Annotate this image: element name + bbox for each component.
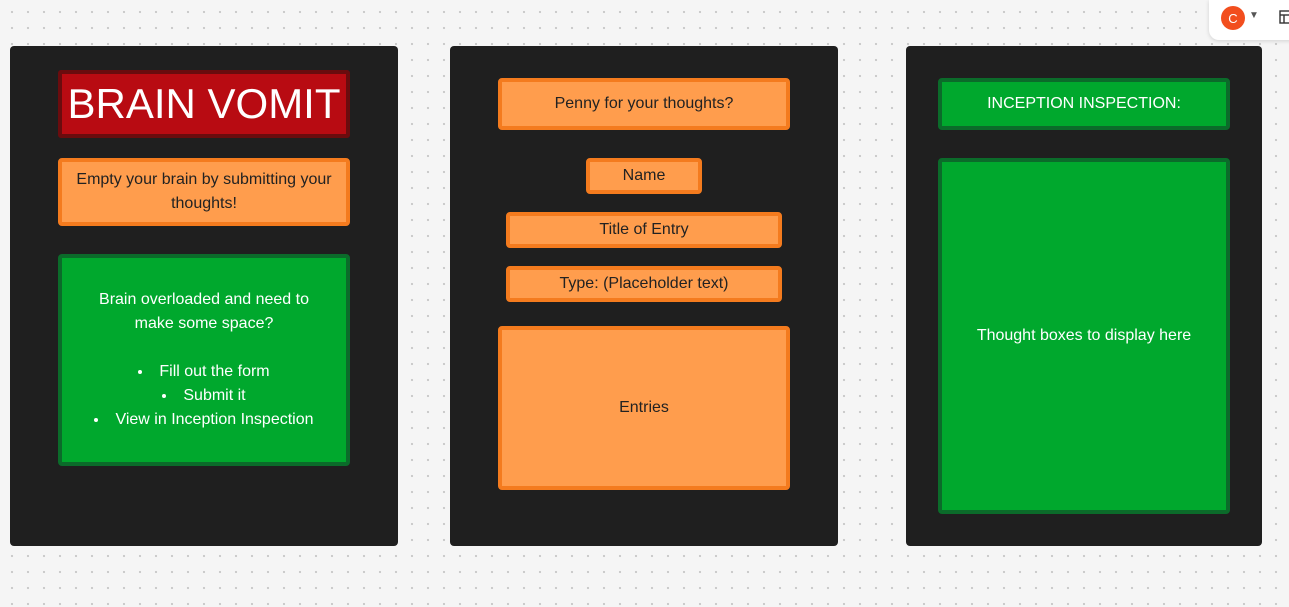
form-panel: Penny for your thoughts? Name Title of E… bbox=[450, 46, 838, 546]
inspection-heading: INCEPTION INSPECTION: bbox=[938, 78, 1230, 130]
info-box: Brain overloaded and need to make some s… bbox=[58, 254, 350, 466]
canvas-toolbar: C ▼ bbox=[1209, 0, 1289, 40]
intro-panel: BRAIN VOMIT Empty your brain by submitti… bbox=[10, 46, 398, 546]
thought-display-box: Thought boxes to display here bbox=[938, 158, 1230, 514]
user-avatar[interactable]: C bbox=[1221, 6, 1245, 30]
chevron-down-icon[interactable]: ▼ bbox=[1249, 10, 1259, 21]
name-field[interactable]: Name bbox=[586, 158, 702, 194]
title-field[interactable]: Title of Entry bbox=[506, 212, 782, 248]
entries-field[interactable]: Entries bbox=[498, 326, 790, 490]
info-step: View in Inception Inspection bbox=[94, 408, 313, 432]
form-heading: Penny for your thoughts? bbox=[498, 78, 790, 130]
layout-icon[interactable] bbox=[1279, 10, 1289, 24]
inspection-panel: INCEPTION INSPECTION: Thought boxes to d… bbox=[906, 46, 1262, 546]
app-title: BRAIN VOMIT bbox=[58, 70, 350, 138]
type-field[interactable]: Type: (Placeholder text) bbox=[506, 266, 782, 302]
subtitle-box: Empty your brain by submitting your thou… bbox=[58, 158, 350, 226]
info-steps: Fill out the form Submit it View in Ince… bbox=[94, 360, 313, 432]
info-intro: Brain overloaded and need to make some s… bbox=[99, 291, 309, 332]
info-step: Submit it bbox=[94, 384, 313, 408]
info-step: Fill out the form bbox=[94, 360, 313, 384]
